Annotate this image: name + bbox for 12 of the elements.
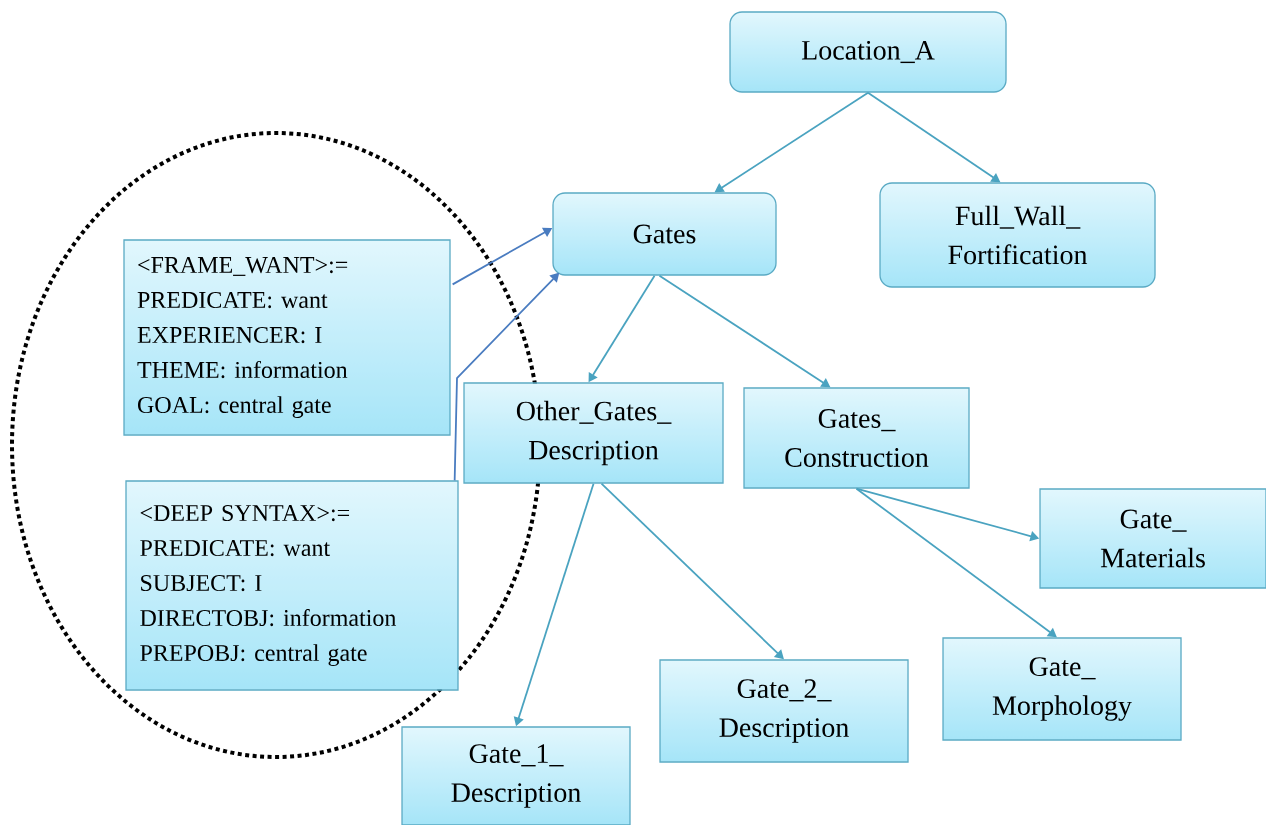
rounded-box: Full_Wall_ Fortification (879, 182, 1156, 288)
rounded-box: Gates (552, 192, 777, 276)
process-box: Gate_ Materials (1039, 488, 1266, 589)
rounded-box: Location_A (729, 11, 1007, 93)
process-box: Gate_2_ Description (659, 659, 909, 763)
arrow (855, 487, 1057, 638)
process-box: Gate_1_ Description (401, 726, 631, 825)
frame-box: <FRAME_WANT>:= PREDICATE: want EXPERIENCER: I THEME: information GOAL: central gate (123, 239, 451, 436)
process-box: Gate_ Morphology (942, 637, 1182, 741)
process-box: Gates_ Construction (743, 387, 970, 489)
frame-box: <DEEP SYNTAX>:= PREDICATE: want SUBJECT: I DIRECTOBJ: information PREPOBJ: central gate (125, 480, 459, 691)
process-box: Other_Gates_ Description (463, 382, 724, 484)
